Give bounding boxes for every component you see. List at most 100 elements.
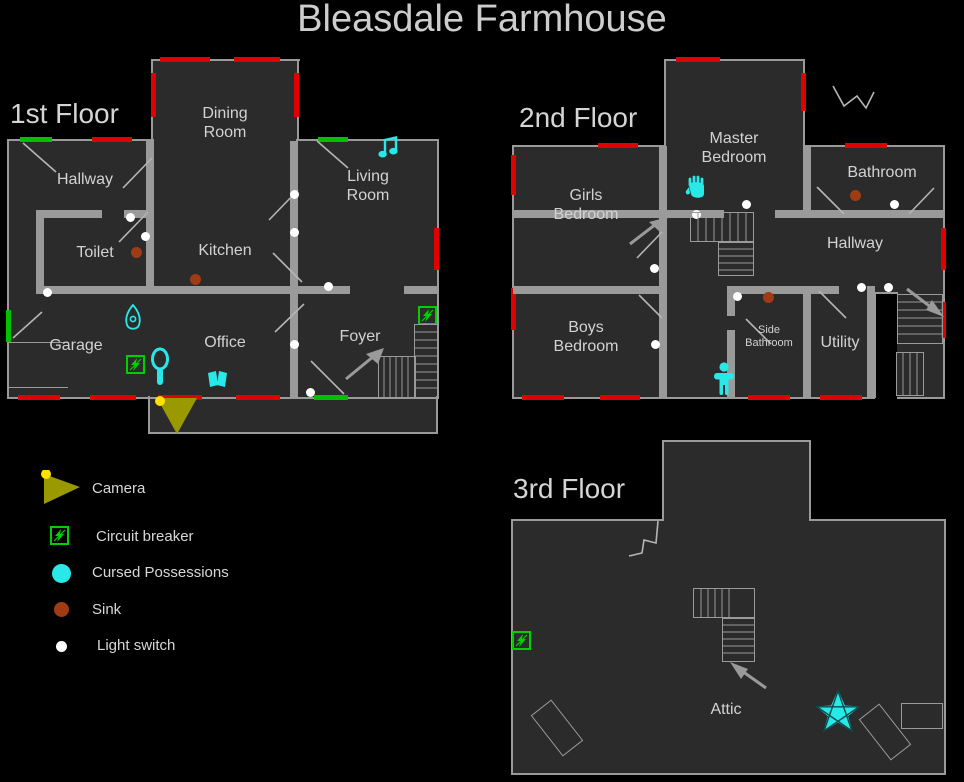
light-switch-2f-b — [890, 200, 899, 209]
wall-1f-ext-top-dining — [152, 59, 300, 61]
light-switch-1f-f — [324, 282, 333, 291]
wall-2f-master-top — [665, 59, 805, 61]
circuit-breaker-1f-foyer — [418, 306, 437, 325]
stairs-3f-flight-b — [722, 618, 755, 662]
wall-1f-ext-left — [7, 139, 9, 399]
circuit-breaker-3f-attic — [512, 631, 531, 650]
light-switch-1f-c — [43, 288, 52, 297]
window-2f-utility-s — [820, 395, 862, 400]
wall-2f-sidebath-w2 — [727, 330, 735, 398]
stairs-1f-lower — [378, 356, 416, 398]
window-1f-garage-s1 — [18, 395, 60, 400]
wall-1f-toilet-n2 — [124, 210, 154, 218]
attic-object-c — [901, 703, 943, 729]
light-switch-1f-a — [141, 232, 150, 241]
light-switch-2f-f — [857, 283, 866, 292]
garage-door-outline — [8, 342, 68, 388]
light-switch-2f-d — [651, 340, 660, 349]
attic-hatch-line-3f — [628, 520, 674, 557]
door-swing-1f-hallway-n — [22, 142, 58, 174]
sink-2f-bathroom — [850, 190, 861, 201]
haunted-mirror-icon — [122, 303, 144, 333]
light-switch-icon — [40, 632, 84, 668]
light-switch-2f-c — [650, 264, 659, 273]
stairs-2f-flight-a — [690, 212, 754, 242]
wall-2f-bottom-main — [513, 397, 875, 399]
wall-1f-kitchen-living — [290, 205, 298, 335]
floor-label-2nd: 2nd Floor — [519, 102, 638, 133]
door-1f-hallway-n — [20, 137, 52, 142]
sink-1f-kitchen — [190, 274, 201, 285]
door-swing-1f-toilet — [118, 211, 150, 244]
wall-1f-toilet-n1 — [36, 210, 102, 218]
wall-3f-bump-right — [809, 440, 811, 520]
door-swing-1f-living-n — [316, 140, 350, 170]
plate-2f-master — [665, 60, 803, 148]
plate-3f-bump — [663, 441, 809, 521]
stairs-up-arrow-1f — [344, 346, 386, 382]
wall-1f-dining-living-n — [290, 141, 298, 205]
wall-2f-boys-n — [513, 286, 667, 294]
wall-2f-left — [512, 145, 514, 399]
floor-label-1st: 1st Floor — [10, 98, 119, 129]
hand-of-glory-icon — [685, 175, 710, 202]
door-swing-2f-girls — [636, 231, 664, 260]
light-switch-2f-e — [733, 292, 742, 301]
door-swing-1f-kitchen-hall — [122, 157, 154, 190]
light-switch-1f-e — [290, 228, 299, 237]
summoning-circle-icon — [814, 688, 862, 733]
sink-icon — [40, 596, 84, 632]
stairs-arrow-2f-right — [906, 287, 948, 320]
door-1f-living-n — [318, 137, 348, 142]
window-2f-bathroom-n — [845, 143, 887, 148]
window-2f-boys-s1 — [522, 395, 564, 400]
wall-2f-sidebath-w1 — [727, 286, 735, 316]
wall-3f-top-left — [512, 519, 664, 521]
window-1f-dining-e — [294, 73, 299, 117]
light-switch-2f-h — [692, 210, 701, 219]
ouija-board-icon — [150, 347, 170, 386]
legend-label-sink: Sink — [92, 601, 122, 618]
legend-label-circuit-breaker: Circuit breaker — [96, 528, 194, 545]
door-1f-garage-w — [6, 310, 11, 342]
light-switch-1f-b — [126, 213, 135, 222]
cursed-possession-icon — [40, 560, 84, 596]
window-2f-stair-e — [941, 302, 946, 338]
legend-item-camera: Camera — [40, 469, 360, 524]
door-swing-1f-garage-w — [14, 142, 15, 143]
stairs-1f-upper — [414, 324, 438, 398]
window-1f-office-s1 — [158, 395, 202, 400]
window-1f-garage-s2 — [90, 395, 136, 400]
wall-1f-ext-bottom — [8, 397, 438, 399]
legend-item-sink: Sink — [40, 596, 360, 632]
music-box-icon — [378, 135, 400, 159]
wall-1f-porch-bottom — [148, 432, 438, 434]
legend: Camera Circuit breaker Cursed Possession… — [40, 469, 360, 668]
wall-2f-boys-e — [659, 286, 667, 398]
wall-2f-bottom-right — [897, 397, 945, 399]
window-2f-boys-s2 — [600, 395, 640, 400]
wall-1f-kitchen-s — [146, 286, 298, 294]
plate-1f-porch — [149, 396, 438, 434]
door-swing-2f-master-hall — [816, 186, 846, 216]
wall-1f-toilet-w — [36, 210, 44, 292]
window-2f-hall-e — [941, 228, 946, 270]
wall-1f-ext-top-left — [8, 139, 154, 141]
floor-label-3rd: 3rd Floor — [513, 473, 626, 504]
wall-2f-right-notch-v — [874, 292, 876, 398]
window-2f-girls-n — [598, 143, 638, 148]
wall-3f-bump-top — [663, 440, 811, 442]
camera-icon — [40, 469, 84, 506]
stairs-2f-flight-b — [718, 242, 754, 276]
door-swing-2f-utility — [818, 290, 848, 320]
attic-hatch-line-2f — [832, 80, 876, 112]
door-1f-foyer-s — [314, 395, 348, 400]
wall-1f-porch-right — [436, 396, 438, 434]
wall-2f-girls-e — [659, 146, 667, 218]
window-1f-dining-n1 — [160, 57, 210, 62]
window-2f-girls-w — [511, 155, 516, 195]
light-switch-1f-h — [306, 388, 315, 397]
door-swing-2f-bathroom — [908, 187, 936, 216]
circuit-breaker-1f-garage — [126, 355, 145, 374]
